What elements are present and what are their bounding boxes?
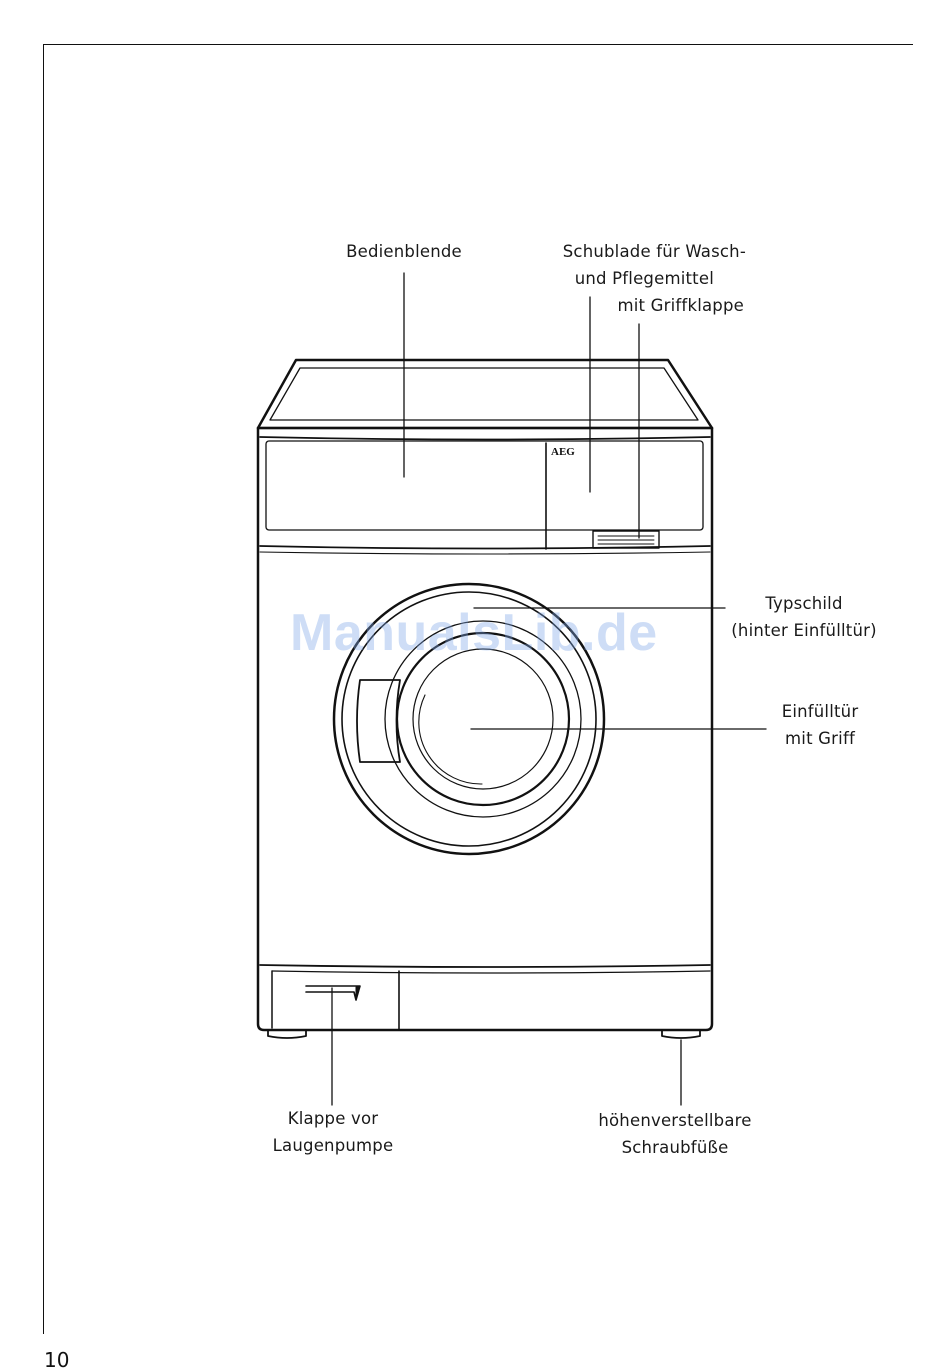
label-control-panel-text: Bedienblende — [334, 238, 474, 265]
label-type-plate: Typschild (hinter Einfülltür) — [724, 590, 884, 644]
label-pump-flap-line1: Klappe vor — [262, 1105, 404, 1132]
label-loading-door-line2: mit Griff — [760, 725, 880, 752]
watermark: ManualsLib.de — [290, 602, 670, 664]
label-adjustable-feet: höhenverstellbare Schraubfüße — [588, 1107, 762, 1161]
label-adjustable-feet-line2: Schraubfüße — [588, 1134, 762, 1161]
label-loading-door: Einfülltür mit Griff — [760, 698, 880, 752]
label-type-plate-line2: (hinter Einfülltür) — [724, 617, 884, 644]
label-adjustable-feet-line1: höhenverstellbare — [588, 1107, 762, 1134]
leader-lines — [332, 273, 766, 1105]
machine-top — [258, 360, 712, 428]
label-drawer-handle-flap: mit Griffklappe — [600, 292, 744, 319]
label-pump-flap: Klappe vor Laugenpumpe — [262, 1105, 404, 1159]
label-pump-flap-line2: Laugenpumpe — [262, 1132, 404, 1159]
label-type-plate-line1: Typschild — [724, 590, 884, 617]
brand-logo: AEG — [551, 446, 575, 458]
label-detergent-drawer: Schublade für Wasch- und Pflegemittel — [540, 238, 746, 292]
base-illustration — [260, 965, 710, 1038]
label-control-panel: Bedienblende — [334, 238, 474, 265]
page-number: 10 — [44, 1349, 69, 1371]
label-drawer-handle-flap-text: mit Griffklappe — [600, 292, 744, 319]
label-detergent-drawer-line2: und Pflegemittel — [540, 265, 746, 292]
control-panel-illustration: AEG — [260, 437, 710, 554]
label-loading-door-line1: Einfülltür — [760, 698, 880, 725]
label-detergent-drawer-line1: Schublade für Wasch- — [540, 238, 746, 265]
